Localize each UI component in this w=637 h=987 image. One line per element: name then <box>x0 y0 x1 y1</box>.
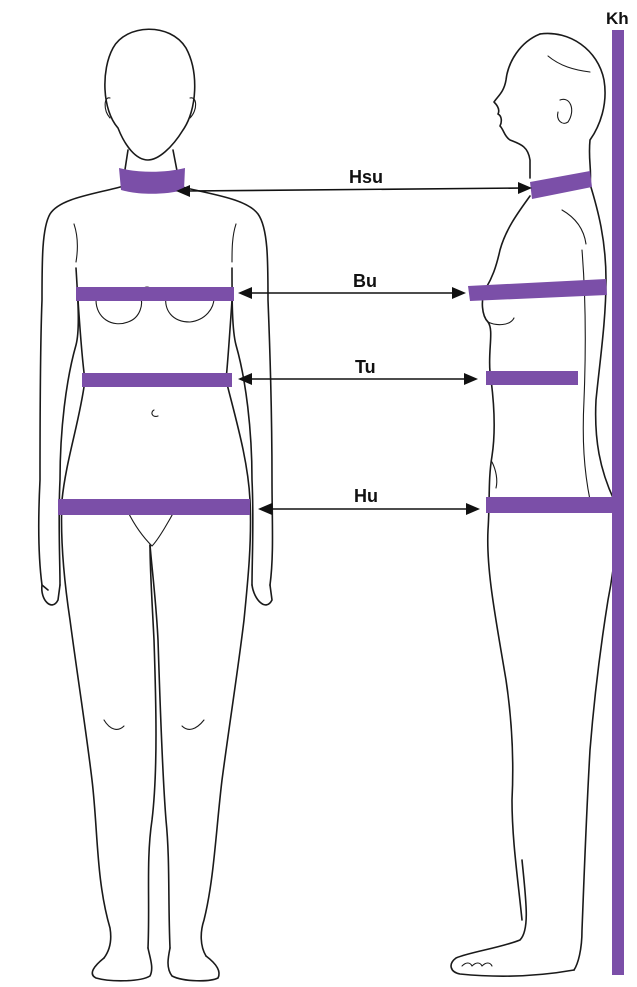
side-waist-band <box>486 371 578 385</box>
waist-label: Tu <box>355 357 376 377</box>
front-waist-band <box>82 373 232 387</box>
neck-label: Hsu <box>349 167 383 187</box>
front-neck-band <box>119 168 185 194</box>
measurement-bands <box>58 30 624 975</box>
hip-label: Hu <box>354 486 378 506</box>
bust-label: Bu <box>353 271 377 291</box>
front-bust-band <box>76 287 234 301</box>
bust-arrow <box>238 287 466 299</box>
side-hip-band <box>486 497 618 513</box>
height-label: Kh <box>606 9 629 28</box>
height-scale-bar <box>612 30 624 975</box>
front-hip-band <box>58 499 250 515</box>
side-neck-band <box>530 171 592 199</box>
